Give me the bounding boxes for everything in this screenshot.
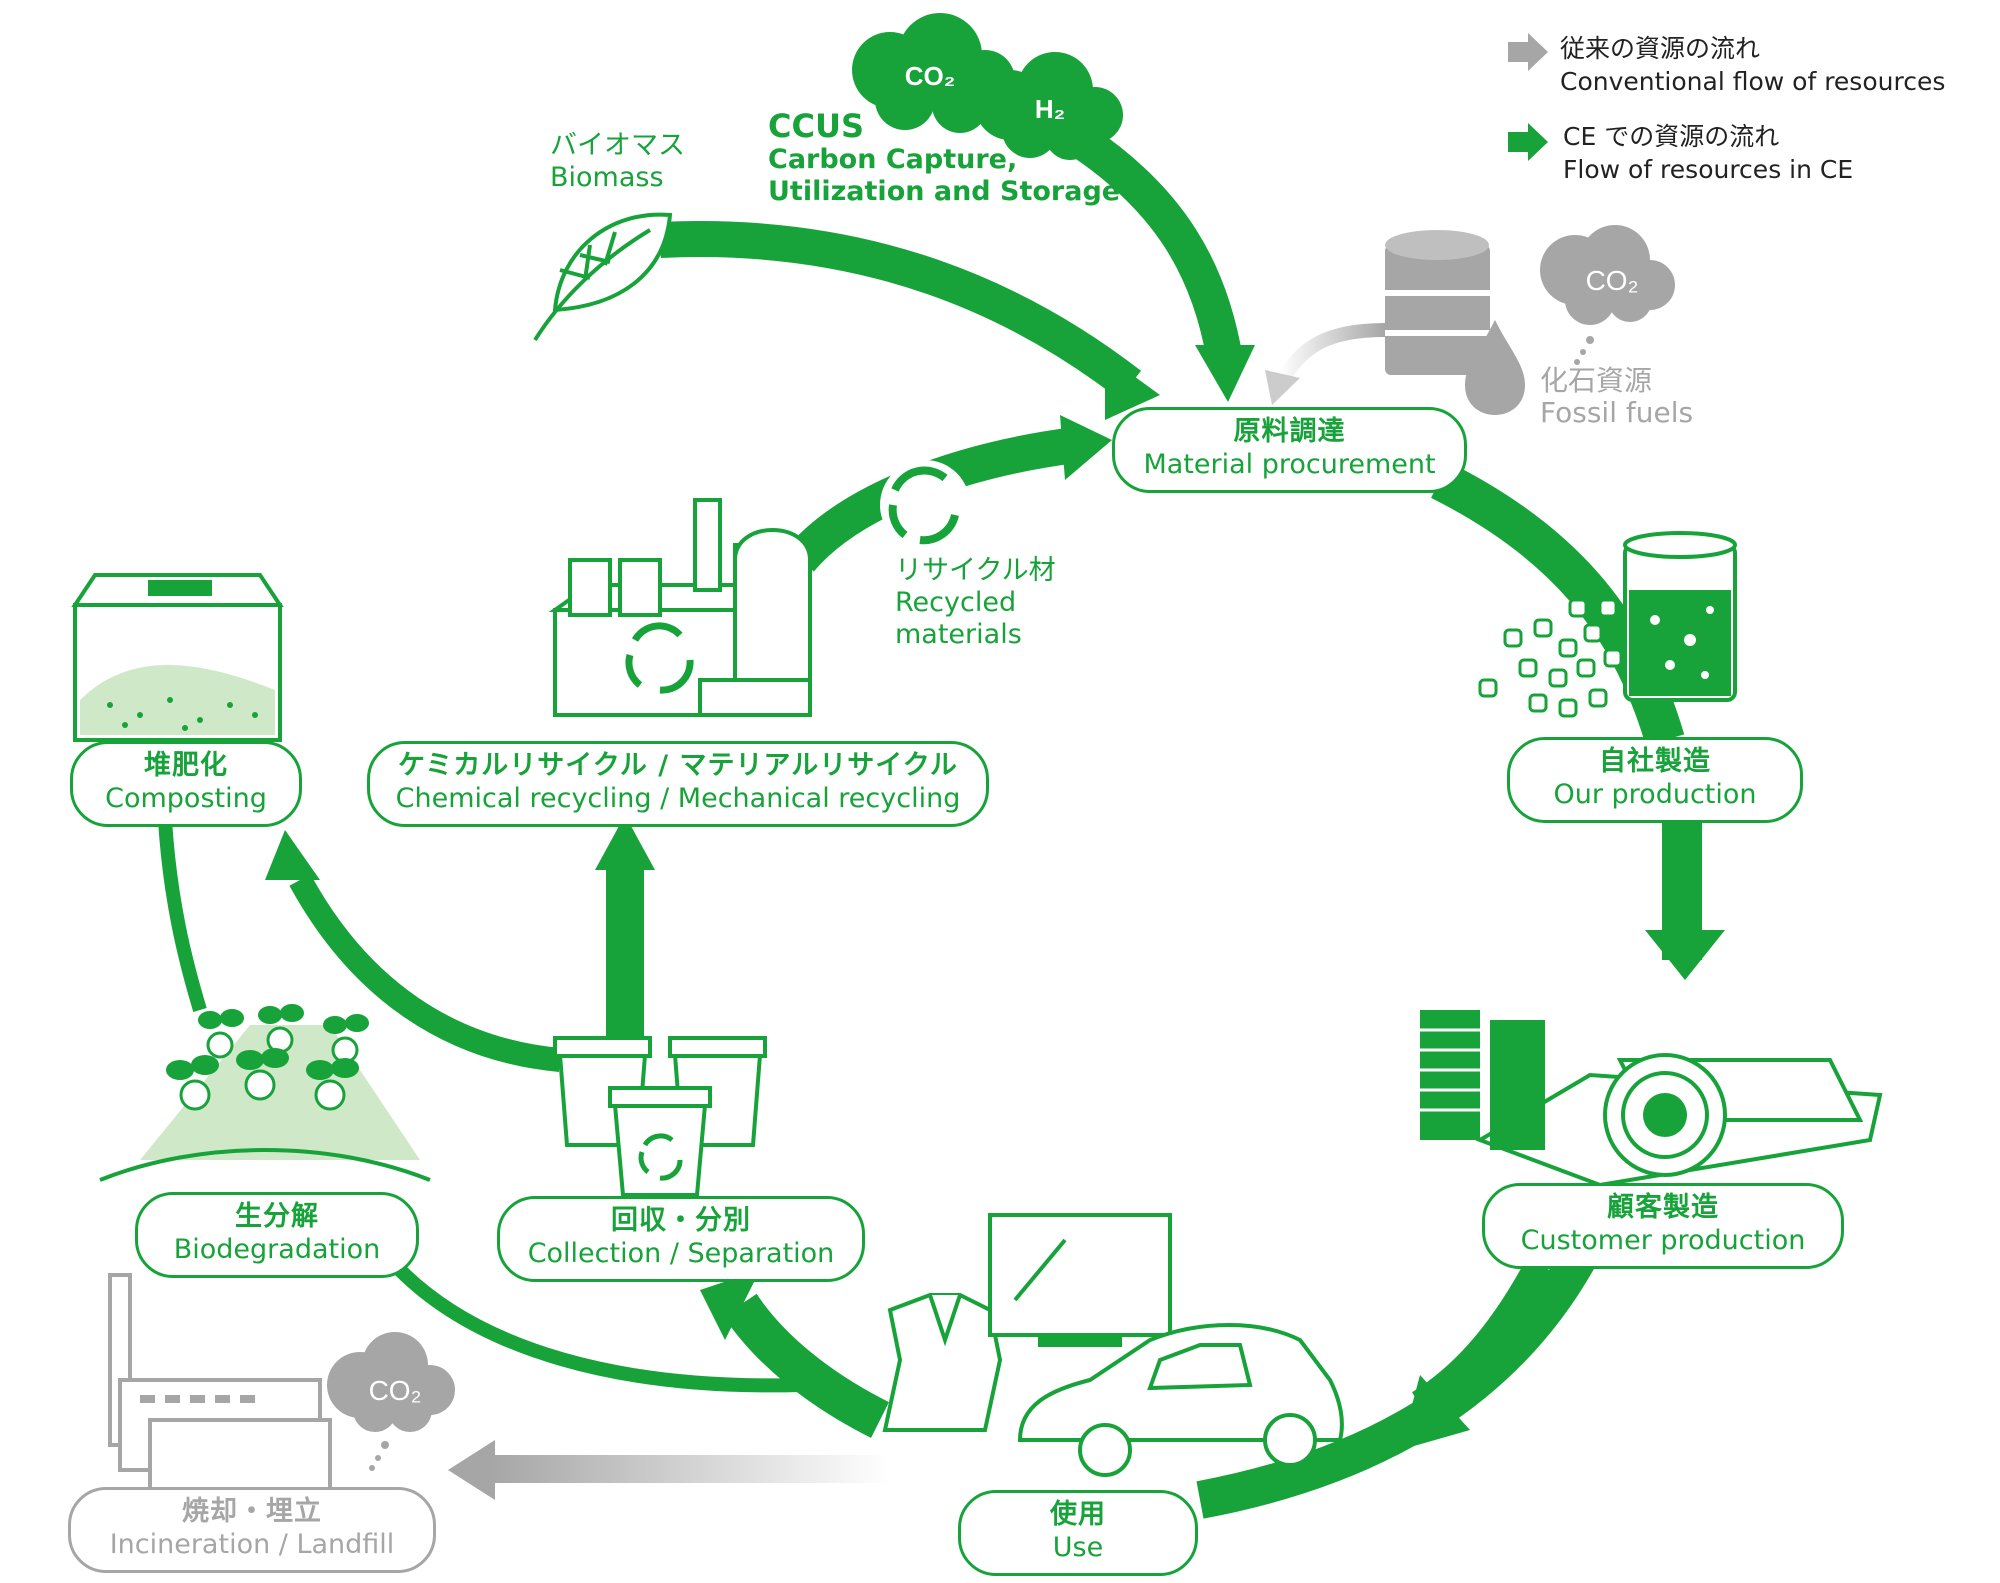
arrowhead-biomass [1105,355,1160,420]
arrow-ccus-to-procurement [1069,125,1243,364]
stage-jp: 焼却・埋立 [182,1496,322,1527]
biomass-label: バイオマス Biomass [550,130,685,194]
stage-jp: 堆肥化 [144,750,228,781]
stage-jp: 使用 [1050,1499,1106,1530]
arrow-use-to-incineration [490,1455,890,1483]
arrowhead-use [1400,1375,1470,1450]
stage-en: Collection / Separation [527,1238,835,1269]
svg-text:CO₂: CO₂ [905,61,956,91]
stage-jp: 生分解 [235,1201,319,1232]
arrowhead-fossil [1265,370,1300,405]
stage-incineration: 焼却・埋立 Incineration / Landfill [68,1487,436,1573]
stage-use: 使用 Use [958,1490,1198,1576]
stage-en: Incineration / Landfill [109,1529,395,1560]
stage-en: Customer production [1520,1225,1806,1256]
recycled-jp: リサイクル材 [895,555,1056,586]
fossil-en: Fossil fuels [1540,396,1694,429]
clothes-icon [882,1293,1003,1432]
stage-collection: 回収・分別 Collection / Separation [497,1196,865,1282]
stage-en: Composting [105,783,267,814]
arrowhead-procurement-from-recycling [1060,415,1112,480]
legend-ce-en: Flow of resources in CE [1563,155,1854,184]
fossil-jp: 化石資源 [1540,364,1653,397]
stage-jp: 原料調達 [1233,416,1346,447]
arrowhead-ccus [1195,345,1255,402]
co2-cloud-icon: CO₂ [852,13,1015,133]
legend: 従来の資源の流れ Conventional flow of resources [1560,32,1945,98]
monitor-icon [988,1213,1172,1347]
biomass-jp: バイオマス [550,130,685,161]
arrowhead-incineration [448,1440,495,1500]
recycled-en1: Recycled [895,587,1017,618]
sprouts-icon [99,1004,431,1182]
stage-en: Chemical recycling / Mechanical recyclin… [395,783,961,814]
car-icon [1017,1323,1344,1477]
arrow-heads [265,345,1725,1450]
compost-bin-icon [71,573,284,742]
arrow-use-to-collection [723,1293,890,1438]
stage-jp: 顧客製造 [1607,1192,1719,1223]
stage-biodegradation: 生分解 Biodegradation [135,1192,419,1278]
incineration-co2-cloud-icon: CO₂ [327,1332,455,1471]
fossil-label: 化石資源 Fossil fuels [1540,365,1693,429]
stage-en: Our production [1553,779,1757,810]
stage-our-production: 自社製造 Our production [1507,737,1803,823]
arrowhead-recycling [595,815,655,870]
legend-conventional-jp: 従来の資源の流れ [1560,34,1761,63]
arrow-composting-to-biodegradation [158,819,207,1013]
ccus-label: CCUS Carbon Capture, Utilization and Sto… [768,108,1120,208]
arrow-biodegradation-line [395,1265,801,1393]
ccus-line1: Carbon Capture, [768,144,1018,175]
stage-recycling: ケミカルリサイクル / マテリアルリサイクル Chemical recyclin… [367,741,989,827]
ccus-line2: Utilization and Storage [768,176,1121,207]
legend-ce: CE での資源の流れ Flow of resources in CE [1563,120,1853,186]
recycled-label: リサイクル材 Recycled materials [895,555,1056,651]
recycled-en2: materials [895,619,1022,650]
fossil-co2-cloud-icon: CO₂ [1540,225,1675,365]
oil-drop-icon [1465,320,1525,415]
svg-text:H₂: H₂ [1035,94,1065,124]
incinerator-icon [108,1273,332,1492]
ccus-title: CCUS [768,107,864,145]
stage-jp: 自社製造 [1599,746,1711,777]
recycle-bins-icon [553,1036,767,1197]
factory-icon [548,498,812,717]
stage-jp: ケミカルリサイクル / マテリアルリサイクル [398,750,958,781]
stage-en: Biodegradation [173,1234,381,1265]
svg-text:CO₂: CO₂ [1586,265,1639,296]
arrowhead-collection [700,1270,760,1340]
h2-cloud-icon: H₂ [975,52,1123,160]
recycle-icon [880,460,970,550]
legend-arrows [1508,33,1548,161]
arrow-collection-to-composting [289,874,562,1072]
leaf-icon [533,212,673,342]
legend-gray-arrow [1508,33,1548,71]
conventional-arrows [448,323,1386,1500]
arrow-fossil-to-procurement [1273,323,1386,389]
arrowhead-customer [1645,930,1725,980]
film-rolls-icon [1420,1010,1883,1188]
svg-text:CO₂: CO₂ [369,1375,422,1406]
legend-conventional-en: Conventional flow of resources [1560,67,1946,96]
legend-ce-jp: CE での資源の流れ [1563,122,1780,151]
stage-jp: 回収・分別 [611,1205,751,1236]
arrow-biomass-to-procurement [659,221,1142,400]
stage-material-procurement: 原料調達 Material procurement [1112,407,1467,493]
biomass-en: Biomass [550,162,664,193]
stage-en: Use [1052,1532,1104,1563]
arrowhead-composting [265,830,320,880]
stage-customer-production: 顧客製造 Customer production [1482,1183,1844,1269]
stage-en: Material procurement [1143,449,1436,480]
pellets-beaker-icon [1478,531,1737,718]
stage-composting: 堆肥化 Composting [70,741,302,827]
legend-green-arrow [1508,123,1548,161]
oil-barrel-icon [1385,230,1490,375]
